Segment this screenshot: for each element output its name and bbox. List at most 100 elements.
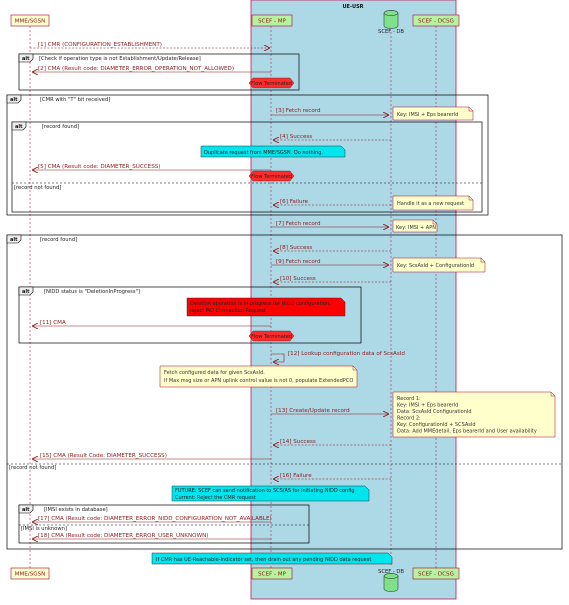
- flow-terminated-2: Flow Terminated: [248, 170, 295, 182]
- participant-scef-bottom: SCEF - MP: [251, 567, 293, 580]
- svg-text:[record found]: [record found]: [40, 237, 77, 243]
- svg-text:reject MO Connection Request: reject MO Connection Request: [190, 308, 266, 314]
- note-fetch-configured-data: Fetch configured data for given ScsAsId.…: [159, 365, 358, 388]
- message-15: [15] CMA (Result Code: DIAMETER_SUCCESS): [33, 453, 271, 459]
- message-2: [2] CMA (Result code: DIAMETER_ERROR_OPE…: [33, 66, 271, 72]
- message-9: [9] Fetch record: [271, 259, 388, 265]
- svg-text:[Check if operation type is no: [Check if operation type is not Establis…: [39, 56, 201, 62]
- message-11: [11] CMA: [33, 320, 271, 326]
- svg-text:Duplicate request from MME/SGS: Duplicate request from MME/SGSN. Do noth…: [204, 150, 323, 156]
- svg-text:alt: alt: [22, 56, 30, 62]
- svg-text:If Max msg size or APN uplink: If Max msg size or APN uplink control va…: [164, 378, 353, 384]
- note-future-scef: FUTURE: SCEF can send notification to SC…: [171, 485, 370, 502]
- svg-text:Flow Terminated: Flow Terminated: [251, 81, 292, 87]
- svg-text:Record 1:: Record 1:: [397, 396, 421, 402]
- svg-text:[record found]: [record found]: [42, 124, 79, 130]
- message-12: [12] Lookup configuration data of ScsAsI…: [271, 351, 405, 362]
- svg-text:[4] Success: [4] Success: [280, 134, 312, 140]
- alt-frame-2: alt [CMR with "T" bit received]: [6, 94, 489, 216]
- note-key-scsasid: Key: ScsAsId + ConfigurationId: [392, 257, 486, 273]
- message-10: [10] Success: [274, 276, 391, 282]
- svg-text:Fetch configured data for give: Fetch configured data for given ScsAsId.: [164, 370, 265, 376]
- svg-text:[record not found]: [record not found]: [9, 465, 56, 471]
- message-4: [4] Success: [274, 134, 391, 140]
- svg-text:Key: IMSI + APN: Key: IMSI + APN: [396, 225, 436, 231]
- flow-terminated-1: Flow Terminated: [248, 77, 295, 89]
- svg-text:[16] Failure: [16] Failure: [280, 473, 312, 479]
- svg-text:alt: alt: [10, 237, 18, 243]
- svg-text:Flow Terminated: Flow Terminated: [251, 334, 292, 340]
- svg-text:SCEF - DB: SCEF - DB: [378, 29, 404, 35]
- participant-dcsg-top: SCEF - DCSG: [412, 14, 460, 27]
- svg-text:[14] Success: [14] Success: [280, 439, 316, 445]
- svg-text:Data: ScsAsId Configuratio: Data: ScsAsId ConfigurationId: [397, 409, 472, 415]
- message-16: [16] Failure: [274, 473, 391, 479]
- note-key-imsi-eps: Key: IMSI + Eps bearerId: [392, 106, 474, 121]
- message-17: [17] CMA (Result code: DIAMETER_ERROR_NI…: [33, 516, 272, 522]
- message-3: [3] Fetch record: [271, 108, 388, 115]
- svg-text:[15] CMA (Result Code: DIAMETE: [15] CMA (Result Code: DIAMETER_SUCCESS): [40, 453, 167, 459]
- message-6: [6] Failure: [274, 199, 391, 205]
- participant-db-bottom: SCEF - DB: [378, 569, 404, 592]
- svg-text:[6] Failure: [6] Failure: [280, 199, 309, 205]
- svg-text:SCEF - MP: SCEF - MP: [258, 19, 287, 25]
- svg-text:[IMSI is unknown]: [IMSI is unknown]: [21, 526, 67, 532]
- participant-mme-bottom: MME/SGSN: [10, 567, 50, 580]
- svg-text:[CMR with "T" bit received]: [CMR with "T" bit received]: [40, 97, 110, 103]
- flow-terminated-3: Flow Terminated: [248, 330, 295, 342]
- note-duplicate-request: Duplicate request from MME/SGSN. Do noth…: [200, 145, 346, 158]
- svg-text:[2] CMA (Result code: DIAMETER: [2] CMA (Result code: DIAMETER_ERROR_OPE…: [38, 66, 234, 72]
- svg-text:[record not found]: [record not found]: [14, 185, 61, 191]
- alt-frame-5: alt [NIDD status is "DeletionInProgress"…: [18, 286, 362, 344]
- svg-text:Key: ConfigurationId + SCSAsId: Key: ConfigurationId + SCSAsId: [397, 422, 476, 428]
- participant-dcsg-bottom: SCEF - DCSG: [412, 567, 460, 580]
- svg-text:SCEF - DB: SCEF - DB: [378, 569, 404, 575]
- message-8: [8] Success: [274, 245, 391, 251]
- participant-scef-top: SCEF - MP: [251, 14, 293, 27]
- svg-text:Flow Terminated: Flow Terminated: [251, 174, 292, 180]
- svg-text:If CMR has UE-Reachable-Indica: If CMR has UE-Reachable-Indicator set, t…: [156, 557, 371, 563]
- svg-text:[13] Create/Update record: [13] Create/Update record: [276, 408, 350, 414]
- svg-text:[NIDD status is "DeletionInPro: [NIDD status is "DeletionInProgress"]: [44, 289, 140, 295]
- note-deletion-in-progress: Deletion operation is in progress for NI…: [186, 297, 346, 317]
- svg-text:alt: alt: [22, 289, 30, 295]
- message-7: [7] Fetch record: [271, 221, 388, 227]
- alt-frame-1: alt [Check if operation type is not Esta…: [18, 53, 300, 91]
- svg-text:alt: alt: [15, 124, 23, 130]
- svg-text:[17] CMA (Result code: DIAMETE: [17] CMA (Result code: DIAMETER_ERROR_NI…: [38, 516, 272, 522]
- svg-text:alt: alt: [10, 97, 18, 103]
- message-5: [5] CMA (Result code: DIAMETER_SUCCESS): [33, 164, 271, 170]
- svg-text:[18] CMA (Result code: DIAMETE: [18] CMA (Result code: DIAMETER_ERROR_US…: [38, 533, 208, 539]
- svg-text:Handle it as a new request: Handle it as a new request: [397, 201, 464, 207]
- note-handle-new-request: Handle it as a new request: [392, 195, 474, 211]
- alt-frame-6: alt [IMSI exists in database] [IMSI is u…: [18, 504, 310, 544]
- participant-db-top: SCEF - DB: [378, 10, 404, 35]
- svg-text:Key: IMSI + Eps bearerId: Key: IMSI + Eps bearerId: [397, 112, 458, 118]
- participant-mme-top: MME/SGSN: [10, 14, 50, 27]
- box-title: UE-USR: [342, 4, 363, 10]
- message-1: [1] CMR (CONFIGURATION_ESTABLISHMENT): [30, 42, 269, 48]
- svg-text:Record 2:: Record 2:: [397, 416, 421, 422]
- svg-text:FUTURE: SCEF can send notifica: FUTURE: SCEF can send notification to SC…: [175, 488, 355, 494]
- svg-text:Deletion operation is in progr: Deletion operation is in progress for NI…: [190, 301, 331, 307]
- note-key-imsi-apn: Key: IMSI + APN: [392, 219, 438, 233]
- svg-text:SCEF - MP: SCEF - MP: [258, 572, 287, 578]
- svg-text:MME/SGSN: MME/SGSN: [15, 19, 46, 25]
- svg-text:[IMSI exists in database]: [IMSI exists in database]: [44, 507, 108, 513]
- svg-text:[1] CMR (CONFIGURATION_ESTABLI: [1] CMR (CONFIGURATION_ESTABLISHMENT): [38, 42, 162, 48]
- note-ue-reachable: If CMR has UE-Reachable-Indicator set, t…: [151, 552, 393, 565]
- svg-text:[10] Success: [10] Success: [280, 276, 316, 282]
- svg-text:Current: Reject the CMR reques: Current: Reject the CMR request: [175, 495, 256, 501]
- svg-text:Key: ScsAsId + ConfigurationId: Key: ScsAsId + ConfigurationId: [397, 263, 474, 269]
- svg-text:Key: IMSI + Eps bearerId: Key: IMSI + Eps bearerId: [397, 403, 458, 409]
- message-14: [14] Success: [274, 439, 391, 445]
- svg-text:[8] Success: [8] Success: [280, 245, 312, 251]
- message-18: [18] CMA (Result code: DIAMETER_ERROR_US…: [33, 533, 271, 539]
- svg-text:[11] CMA: [11] CMA: [40, 320, 66, 326]
- svg-text:[3] Fetch record: [3] Fetch record: [276, 108, 321, 114]
- message-13: [13] Create/Update record: [271, 408, 388, 414]
- svg-text:alt: alt: [22, 507, 30, 513]
- svg-text:[5] CMA (Result code: DIAMETER: [5] CMA (Result code: DIAMETER_SUCCESS): [38, 164, 161, 170]
- svg-text:[12] Lookup configuration data: [12] Lookup configuration data of ScsAsI…: [288, 351, 405, 357]
